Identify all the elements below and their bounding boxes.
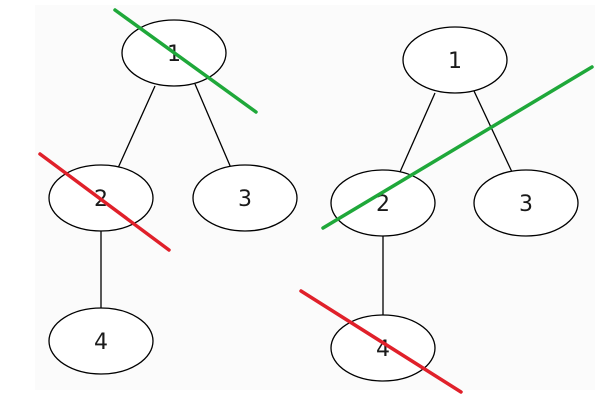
green-strike-line (321, 65, 594, 230)
red-strike-line (299, 289, 463, 394)
node-4: 4 (48, 307, 154, 375)
edge-1-3 (473, 90, 513, 173)
node-3: 3 (192, 164, 298, 232)
edge-1-2 (399, 92, 436, 173)
red-strike-line (38, 152, 171, 252)
green-strike-line (113, 8, 258, 114)
right-tree: 1 2 3 4 (299, 26, 594, 394)
left-tree-edges (100, 83, 232, 309)
node-ellipse (473, 169, 579, 237)
right-tree-edges (382, 90, 513, 315)
node-label: 4 (94, 330, 108, 355)
node-label: 3 (238, 187, 252, 212)
node-2: 2 (330, 169, 436, 237)
node-label: 3 (519, 192, 533, 217)
node-4: 4 (330, 314, 436, 382)
node-label: 2 (376, 192, 390, 217)
edge-1-2 (117, 85, 156, 169)
left-tree: 1 2 3 4 (38, 8, 298, 375)
node-3: 3 (473, 169, 579, 237)
node-ellipse (330, 169, 436, 237)
node-ellipse (192, 164, 298, 232)
node-1: 1 (402, 26, 508, 94)
edge-1-3 (194, 83, 232, 169)
node-ellipse (402, 26, 508, 94)
node-ellipse (48, 307, 154, 375)
node-label: 1 (448, 49, 462, 74)
node-ellipse (330, 314, 436, 382)
